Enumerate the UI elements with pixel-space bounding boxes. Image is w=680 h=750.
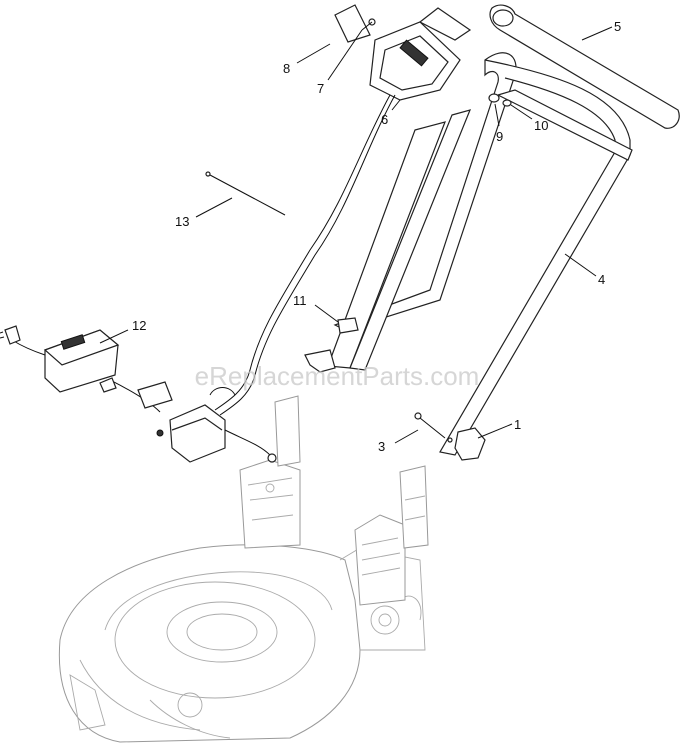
callout-label: 11 (293, 293, 307, 308)
label-card (137, 381, 173, 409)
cable (214, 94, 396, 416)
screw (361, 18, 376, 31)
washer-nut (488, 93, 512, 107)
handle-assembly (327, 52, 633, 456)
cable-tie (205, 171, 286, 216)
callout-label: 3 (378, 439, 385, 454)
callout-label: 13 (175, 214, 189, 229)
callout-11: 11 (293, 293, 339, 323)
callout-4: 4 (564, 253, 605, 287)
callout-8: 8 (283, 43, 331, 76)
callout-6: 6 (381, 99, 401, 127)
callout-1: 1 (477, 417, 521, 439)
left-rear-bracket (239, 395, 301, 549)
callout-label: 7 (317, 81, 324, 96)
switch-box (369, 7, 472, 101)
callout-9: 9 (494, 103, 503, 144)
right-rear-bracket (354, 465, 429, 606)
knob-and-bolt (414, 412, 486, 461)
callout-7: 7 (317, 29, 363, 96)
watermark: eReplacementParts.com (195, 361, 480, 391)
connector-block (156, 387, 277, 463)
safety-key (334, 4, 371, 43)
callout-label: 6 (381, 112, 388, 127)
callout-label: 12 (132, 318, 146, 333)
callout-12: 12 (99, 318, 146, 344)
callout-5: 5 (581, 19, 621, 41)
callout-label: 1 (514, 417, 521, 432)
cable-clip (304, 317, 359, 373)
callout-10: 10 (510, 104, 548, 133)
callout-label: 4 (598, 272, 605, 287)
callout-label: 5 (614, 19, 621, 34)
callout-3: 3 (378, 429, 419, 454)
callout-label: 10 (534, 118, 548, 133)
mower-deck (58, 544, 426, 743)
callout-label: 9 (496, 129, 503, 144)
callout-13: 13 (175, 197, 233, 229)
top-tube (489, 4, 680, 129)
callout-label: 8 (283, 61, 290, 76)
charger (0, 325, 161, 413)
